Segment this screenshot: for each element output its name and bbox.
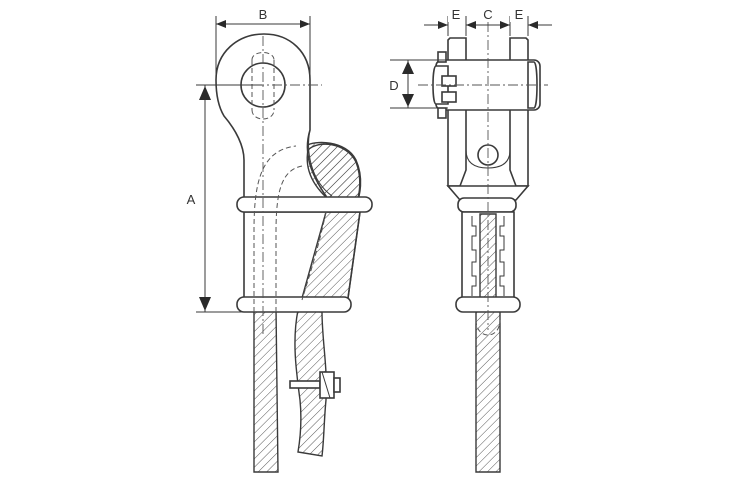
main-cable [253, 307, 279, 473]
bottom-collar [236, 296, 352, 313]
dimension-label-e-left: E [452, 7, 461, 22]
dimension-label-e-right: E [515, 7, 524, 22]
dimension-label-c: C [483, 7, 492, 22]
dimension-label-b: B [259, 7, 268, 22]
side-view: B A [183, 6, 373, 473]
front-top-collar [457, 197, 517, 213]
dimension-label-a: A [187, 192, 196, 207]
cable-clip [289, 371, 341, 399]
top-collar [236, 196, 373, 213]
dimension-label-d: D [389, 78, 398, 93]
front-view: D E C E [386, 6, 552, 473]
front-cable [475, 309, 501, 473]
